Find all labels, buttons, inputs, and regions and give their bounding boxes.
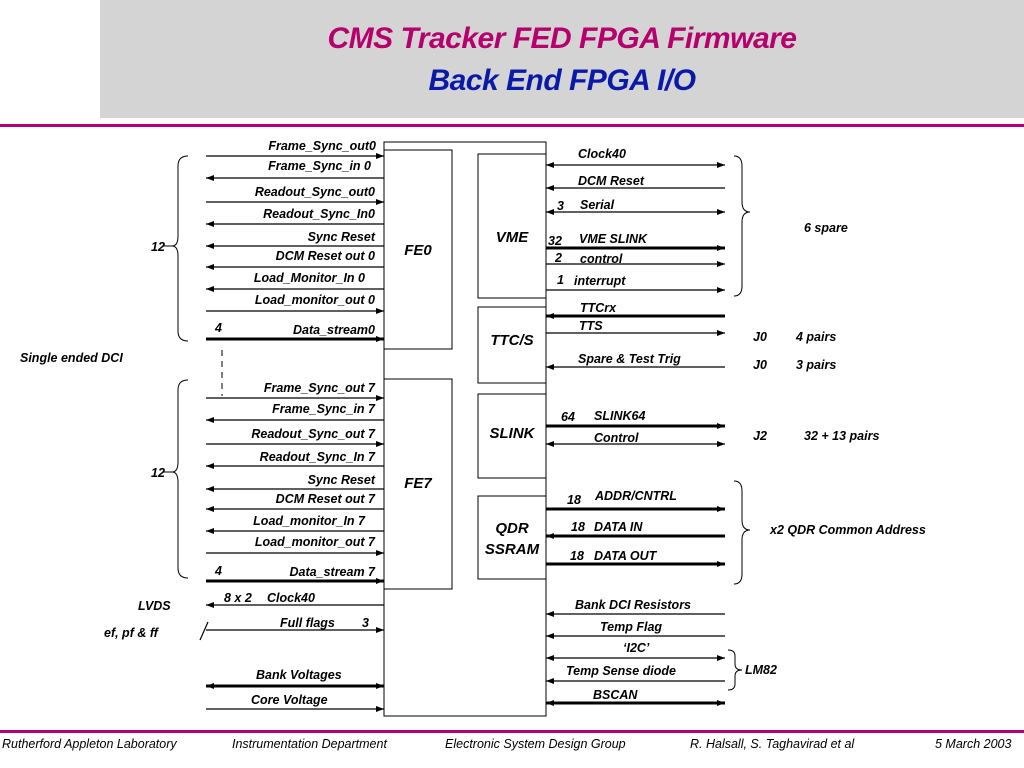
ttc-label: TTC/S bbox=[490, 332, 534, 349]
bottom-divider bbox=[0, 730, 1024, 733]
page-title: CMS Tracker FED FPGA Firmware bbox=[327, 22, 798, 55]
footer-dept: Instrumentation Department bbox=[232, 737, 387, 751]
clock40-label: Clock40 bbox=[267, 591, 315, 605]
footer-authors: R. Halsall, S. Taghavirad et al bbox=[690, 737, 855, 751]
bscan-label: BSCAN bbox=[593, 688, 638, 702]
fe7-count: 12 bbox=[151, 466, 165, 480]
interrupt-width: 1 bbox=[557, 273, 564, 287]
footer-org: Rutherford Appleton Laboratory bbox=[2, 737, 177, 751]
fe7-signal-label: Readout_Sync_In 7 bbox=[259, 450, 375, 464]
top-divider bbox=[0, 124, 1024, 127]
slink-block bbox=[477, 393, 547, 479]
fe0-signal-label: Frame_Sync_in 0 bbox=[268, 159, 371, 173]
lm82-label: LM82 bbox=[745, 663, 777, 677]
i2c-label: ‘I2C’ bbox=[623, 641, 650, 655]
fe7-signal-label: Sync Reset bbox=[307, 473, 375, 487]
slink-label: SLINK bbox=[489, 425, 535, 442]
full-flags-label: Full flags bbox=[280, 616, 335, 630]
control-label: control bbox=[580, 252, 623, 266]
data-stream0-width: 4 bbox=[215, 321, 222, 335]
temp-flag-label: Temp Flag bbox=[600, 620, 663, 634]
slink64-label: SLINK64 bbox=[594, 409, 646, 423]
qdr-label-2: SSRAM bbox=[484, 541, 540, 558]
data-out-width: 18 bbox=[570, 549, 584, 563]
vme-label: VME bbox=[495, 229, 529, 246]
lvds-note: LVDS bbox=[138, 599, 171, 613]
data-stream7-label: Data_stream 7 bbox=[289, 565, 375, 579]
control-width: 2 bbox=[555, 251, 562, 265]
vme-brace bbox=[733, 155, 751, 297]
fe0-label: FE0 bbox=[404, 242, 432, 259]
lm82-brace bbox=[727, 649, 743, 691]
fe0-signal-label: Readout_Sync_out0 bbox=[254, 185, 375, 199]
j0-connector-2: J0 bbox=[753, 358, 767, 372]
fe7-signal-label: Readout_Sync_out 7 bbox=[251, 427, 375, 441]
footer-date: 5 March 2003 bbox=[935, 737, 1012, 751]
fe0-signal-label: Readout_Sync_In0 bbox=[263, 207, 375, 221]
fe0-signal-label: Sync Reset bbox=[307, 230, 375, 244]
fe0-brace bbox=[171, 155, 189, 342]
dcm-reset-label: DCM Reset bbox=[578, 174, 644, 188]
page-subtitle: Back End FPGA I/O bbox=[428, 64, 696, 97]
fe0-count: 12 bbox=[151, 240, 165, 254]
data-stream7-width: 4 bbox=[215, 564, 222, 578]
flags-note: ef, pf & ff bbox=[104, 626, 158, 640]
fe7-signal-label: Load_monitor_In 7 bbox=[253, 514, 365, 528]
tts-label: TTS bbox=[579, 319, 603, 333]
fe7-signal-label: Frame_Sync_in 7 bbox=[272, 402, 375, 416]
fe0-block bbox=[383, 149, 453, 350]
j0-pairs-1: 4 pairs bbox=[796, 330, 837, 344]
full-flags-slash bbox=[199, 621, 209, 641]
temp-diode-label: Temp Sense diode bbox=[566, 664, 676, 678]
j0-pairs-2: 3 pairs bbox=[796, 358, 837, 372]
qdr-common-address-note: x2 QDR Common Address bbox=[770, 523, 926, 537]
fe7-brace bbox=[171, 379, 189, 579]
spare-label: 6 spare bbox=[804, 221, 848, 235]
title-banner bbox=[100, 0, 1024, 118]
fe0-signal-label: DCM Reset out 0 bbox=[275, 249, 375, 263]
fe7-label: FE7 bbox=[404, 475, 432, 492]
clock40-width: 8 x 2 bbox=[224, 591, 252, 605]
fe7-signal-label: Load_monitor_out 7 bbox=[254, 535, 375, 549]
fe0-signal-label: Frame_Sync_out0 bbox=[268, 139, 376, 153]
j2-pairs: 32 + 13 pairs bbox=[804, 429, 880, 443]
core-voltage-label: Core Voltage bbox=[251, 693, 328, 707]
interrupt-label: interrupt bbox=[574, 274, 626, 288]
data-out-label: DATA OUT bbox=[594, 549, 657, 563]
j2-connector: J2 bbox=[753, 429, 767, 443]
single-ended-note: Single ended DCI bbox=[20, 351, 123, 365]
fe7-signal-label: DCM Reset out 7 bbox=[275, 492, 375, 506]
vme-block bbox=[477, 153, 547, 299]
full-flags-width: 3 bbox=[362, 616, 369, 630]
qdr-label-1: QDR bbox=[495, 520, 529, 537]
qdr-brace bbox=[733, 480, 751, 585]
slink64-width: 64 bbox=[561, 410, 575, 424]
spare-test-trig-label: Spare & Test Trig bbox=[578, 352, 681, 366]
addr-cntrl-label: ADDR/CNTRL bbox=[595, 489, 677, 503]
addr-width: 18 bbox=[567, 493, 581, 507]
slink-control-label: Control bbox=[594, 431, 639, 445]
fe0-signal-label: Load_Monitor_In 0 bbox=[253, 271, 365, 285]
bank-voltages-label: Bank Voltages bbox=[256, 668, 342, 682]
data-in-width: 18 bbox=[571, 520, 585, 534]
fe0-signal-label: Load_monitor_out 0 bbox=[254, 293, 375, 307]
vme-slink-width: 32 bbox=[548, 234, 562, 248]
bank-dci-label: Bank DCI Resistors bbox=[575, 598, 692, 612]
ttcrx-label: TTCrx bbox=[580, 301, 617, 315]
footer-group: Electronic System Design Group bbox=[445, 737, 626, 751]
serial-label: Serial bbox=[580, 198, 615, 212]
data-stream0-label: Data_stream0 bbox=[293, 323, 375, 337]
ttc-block bbox=[477, 306, 547, 384]
fe7-block bbox=[383, 378, 453, 590]
fe7-signal-label: Frame_Sync_out 7 bbox=[263, 381, 375, 395]
serial-width: 3 bbox=[557, 199, 564, 213]
data-in-label: DATA IN bbox=[594, 520, 643, 534]
clock40-vme-label: Clock40 bbox=[578, 147, 626, 161]
j0-connector-1: J0 bbox=[753, 330, 767, 344]
vme-slink-label: VME SLINK bbox=[579, 232, 648, 246]
